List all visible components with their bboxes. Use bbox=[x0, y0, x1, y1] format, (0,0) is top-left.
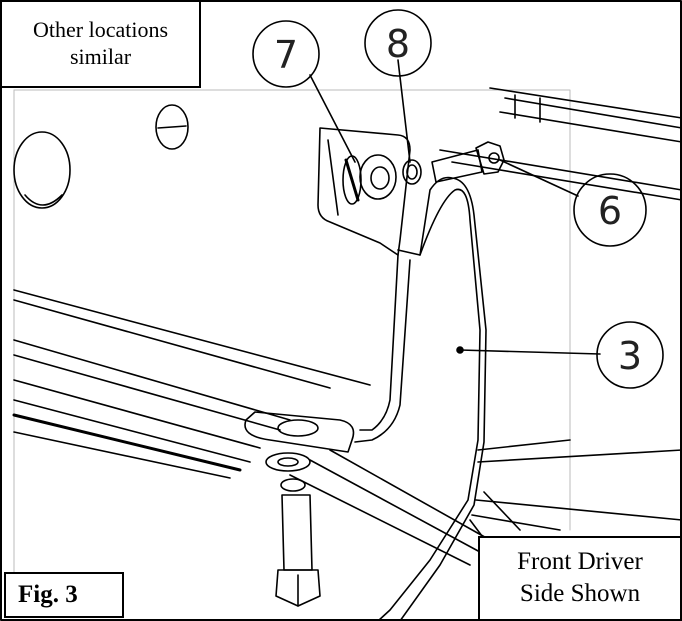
leader-6 bbox=[499, 159, 579, 197]
view-border bbox=[13, 89, 571, 531]
frame-hole-large bbox=[13, 131, 71, 209]
view-caption-line-1: Front Driver bbox=[517, 548, 643, 575]
lock-washer-upper bbox=[402, 159, 422, 185]
note-box: Other locations similar bbox=[0, 0, 201, 88]
panel-edge-2 bbox=[13, 379, 261, 449]
frame-hole-small bbox=[155, 104, 189, 150]
figure-label: Fig. 3 bbox=[4, 572, 124, 618]
note-line-1: Other locations bbox=[32, 17, 169, 42]
callout-circle-6 bbox=[573, 173, 647, 247]
callout-number-3: 3 bbox=[618, 334, 642, 378]
callout-number-8: 8 bbox=[386, 22, 410, 66]
view-caption-line-2: Side Shown bbox=[519, 580, 641, 607]
bolt-head-lower bbox=[275, 569, 321, 607]
callout-number-7: 7 bbox=[274, 33, 298, 77]
bolt-shank-upper bbox=[431, 149, 483, 183]
leader-3 bbox=[459, 349, 601, 355]
leader-8 bbox=[397, 59, 411, 163]
callout-number-6: 6 bbox=[598, 189, 622, 233]
view-caption: Front Driver Side Shown bbox=[478, 536, 682, 621]
leader-7 bbox=[309, 74, 356, 163]
rail-line-top bbox=[489, 87, 682, 119]
note-line-2: similar bbox=[69, 44, 132, 69]
bracket-arm bbox=[377, 188, 481, 621]
callout-circle-7 bbox=[252, 20, 320, 88]
callout-circle-3 bbox=[596, 321, 664, 389]
flat-washer-upper bbox=[359, 154, 397, 200]
lower-slot bbox=[277, 419, 319, 437]
callout-circle-8 bbox=[364, 9, 432, 77]
bolt-shank-lower bbox=[281, 494, 313, 571]
lower-bracket-tab bbox=[244, 411, 355, 453]
bolt-head-upper bbox=[475, 141, 505, 175]
panel-edge-1 bbox=[13, 289, 371, 386]
flat-washer-lower bbox=[265, 452, 311, 472]
lock-washer-lower bbox=[280, 478, 306, 492]
